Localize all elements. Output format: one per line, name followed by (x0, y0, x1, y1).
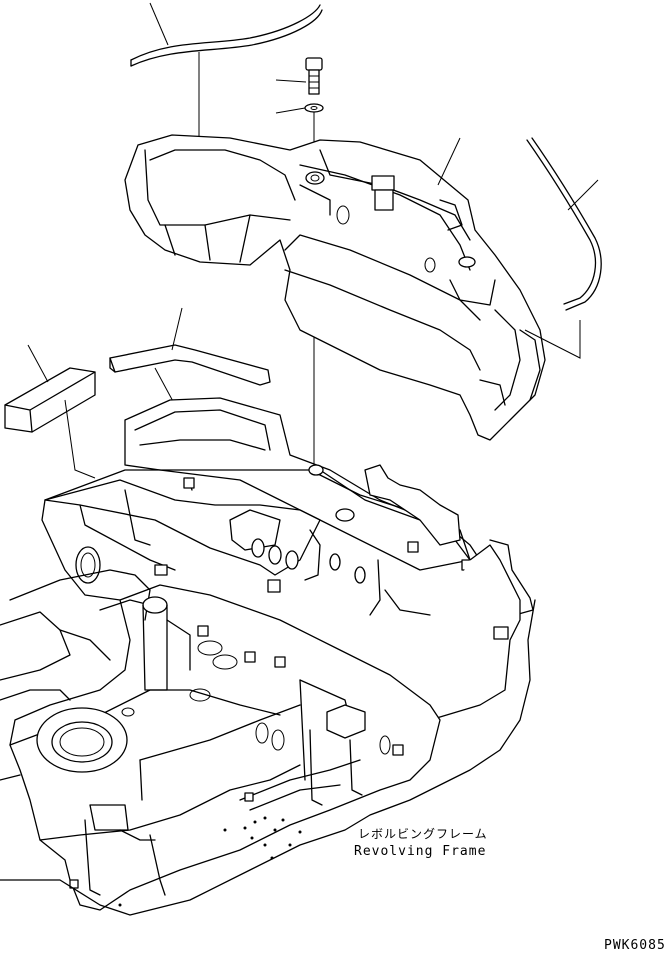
drawing-code: PWK6085 (604, 938, 666, 953)
leader-line-sponge-strip (171, 307, 183, 351)
frame-outer-outline (0, 599, 536, 916)
caption-japanese: レボルビングフレーム (358, 827, 488, 841)
leader-line-seal-top (149, 2, 169, 46)
leader-line-bolt (275, 79, 307, 83)
bolt (305, 57, 323, 95)
leader-line-seal-right (567, 179, 599, 211)
counterweight-cover (124, 134, 546, 441)
washer (304, 103, 324, 113)
leader-line-washer (275, 107, 306, 114)
sponge-strip (109, 344, 271, 386)
caption-english: Revolving Frame (354, 844, 487, 859)
upper-deck-frame (41, 397, 481, 616)
revolving-frame-body (0, 569, 441, 911)
leader-line-foam-block-2 (64, 399, 96, 479)
leader-line-seal-right-bracket (524, 320, 581, 359)
mount-brackets (69, 625, 404, 896)
leader-line-cover (437, 137, 461, 186)
foam-block (4, 367, 96, 433)
seal-strip-right (526, 137, 602, 311)
leader-line-foam-block (27, 344, 49, 383)
leader-line-sponge-strip-2 (154, 367, 176, 406)
bottom-plate-holes (118, 816, 302, 907)
seal-strip-top (130, 4, 323, 67)
